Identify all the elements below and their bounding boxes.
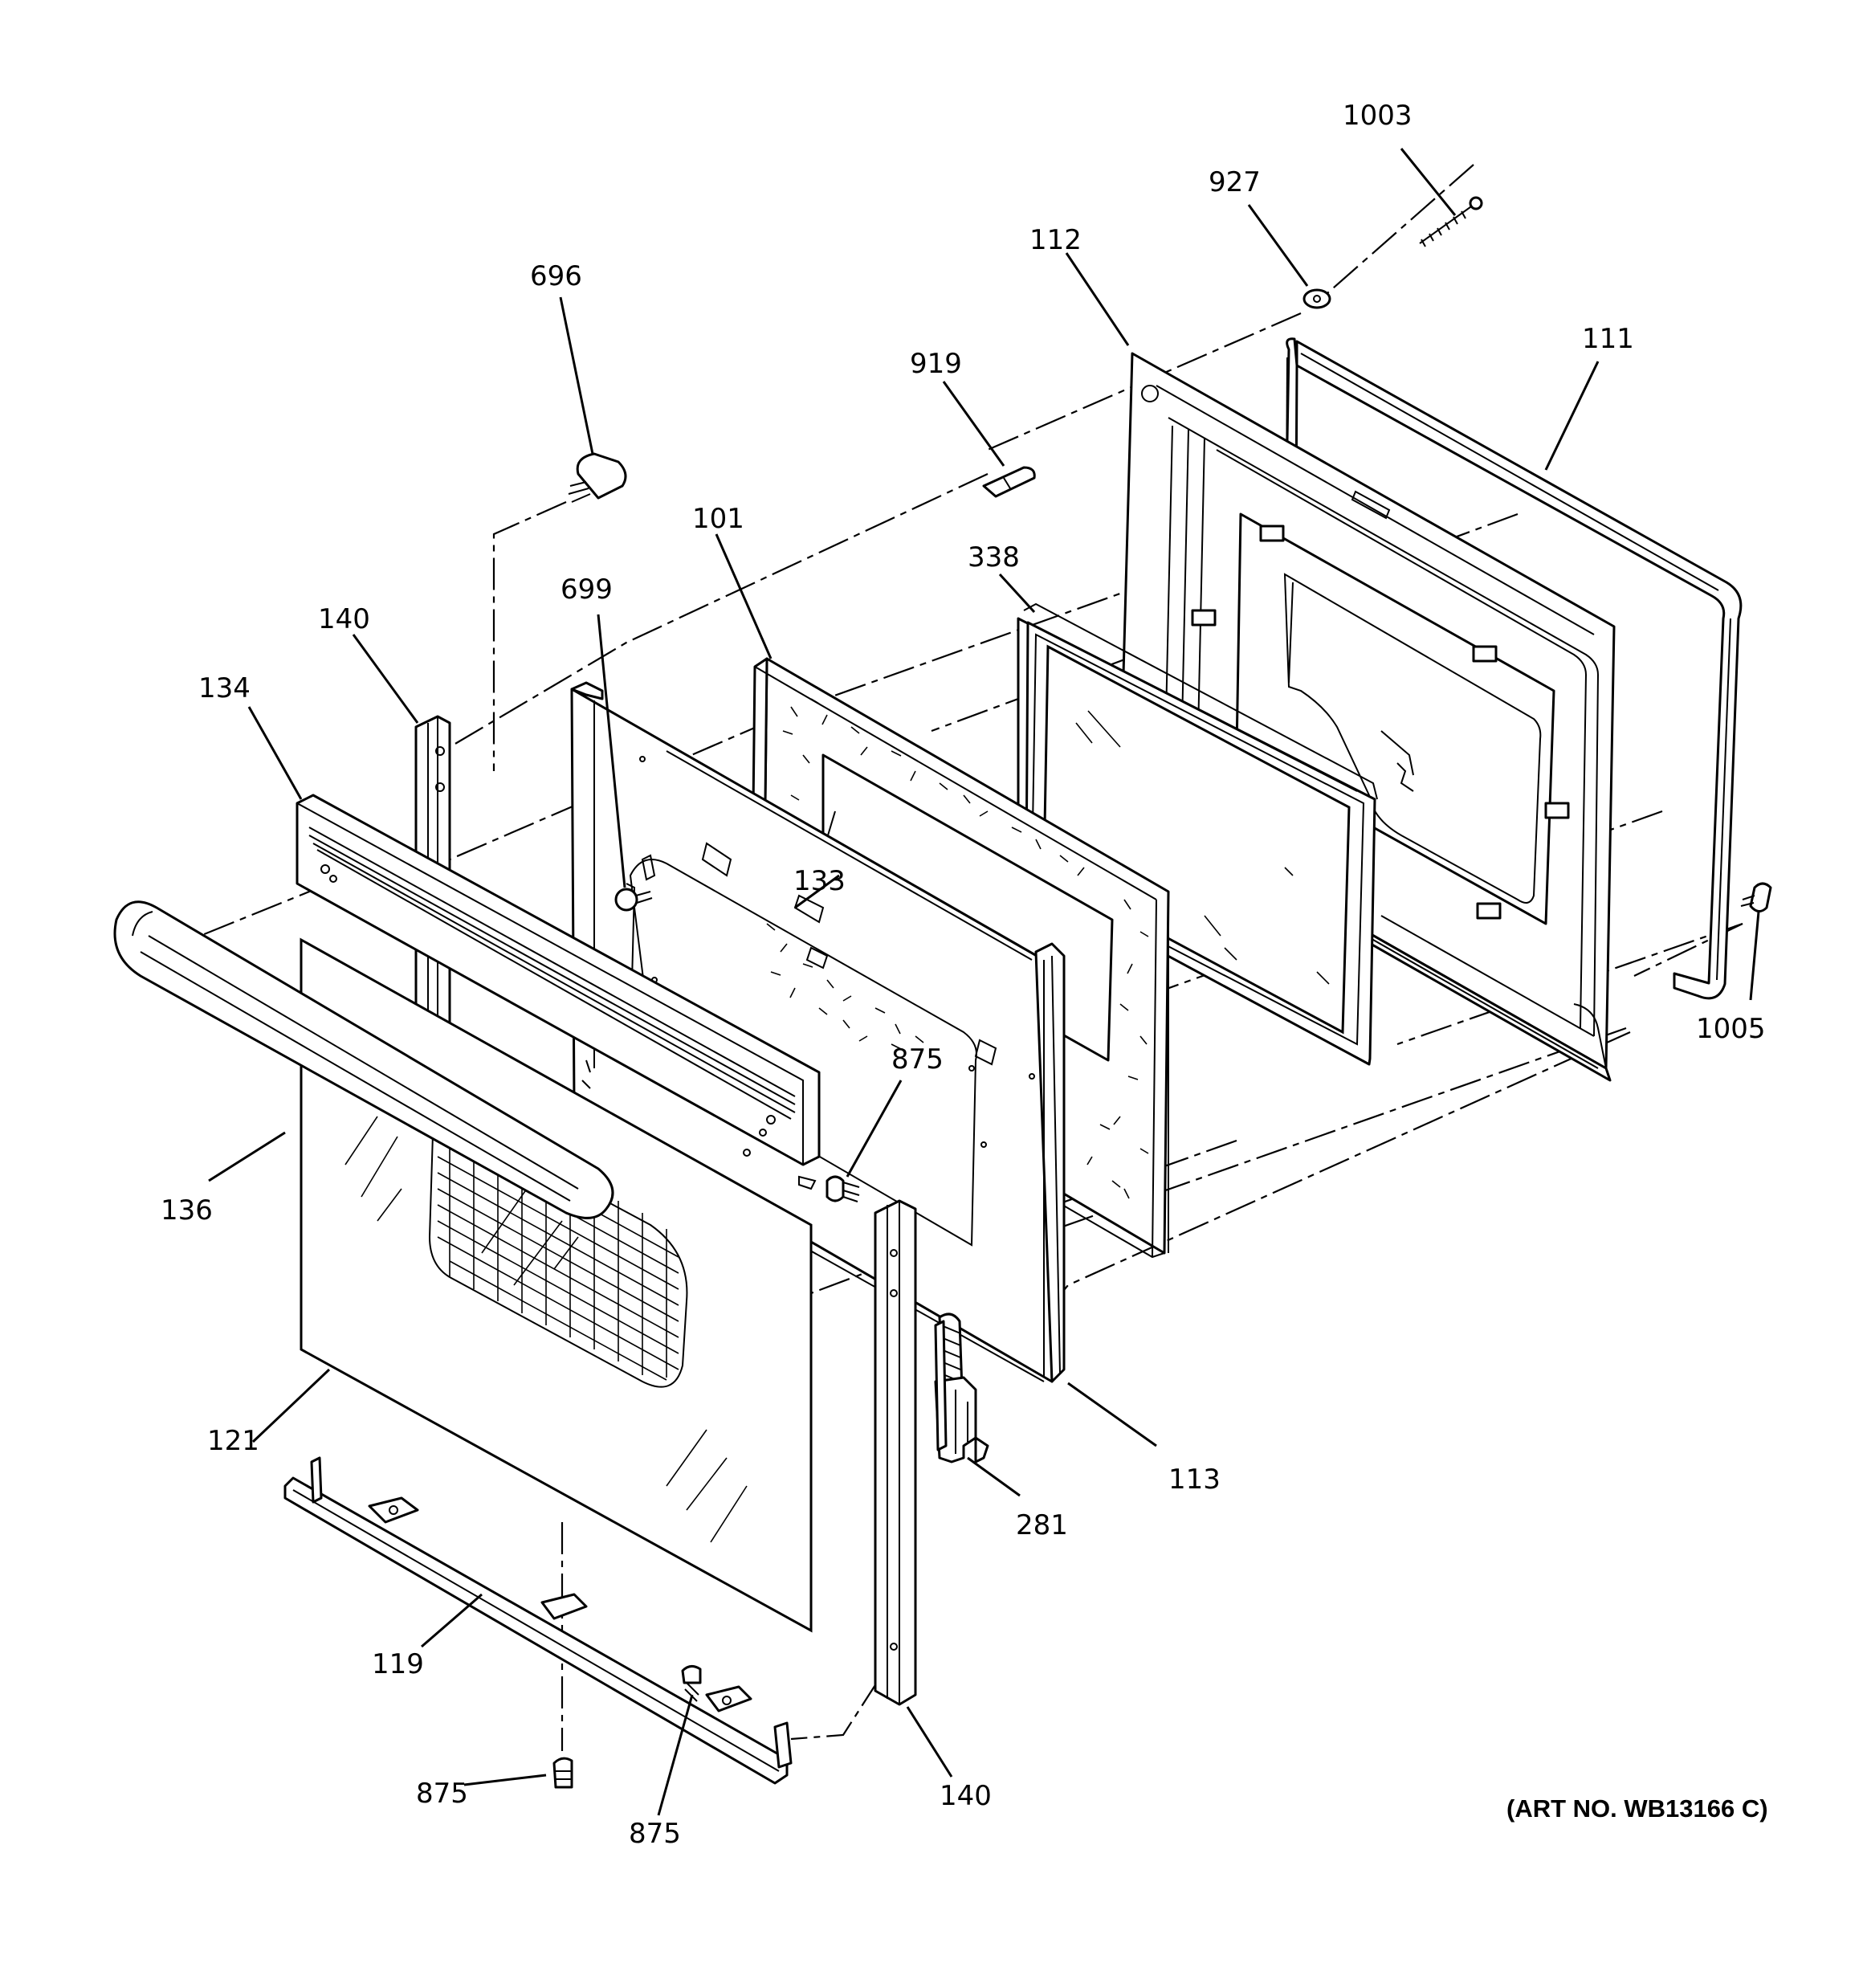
callout-136: 136 (161, 1194, 213, 1227)
screw-1003 (1419, 196, 1483, 247)
callout-140-top: 140 (318, 603, 370, 635)
side-channel-140-bottom (874, 1199, 917, 1706)
callout-140-bottom: 140 (940, 1780, 992, 1812)
callout-699: 699 (561, 574, 613, 606)
callout-134: 134 (198, 672, 251, 704)
leader-lines (208, 148, 1760, 1816)
callout-111: 111 (1582, 323, 1634, 355)
callout-875-left: 875 (416, 1778, 468, 1810)
screw-696 (568, 452, 627, 503)
callout-113: 113 (1168, 1463, 1221, 1496)
callout-1005: 1005 (1696, 1013, 1766, 1045)
screw-699 (614, 888, 653, 912)
pin-919 (982, 466, 1036, 498)
glass-pack-338 (1017, 602, 1378, 1066)
callout-927: 927 (1209, 166, 1261, 198)
callout-696: 696 (530, 260, 582, 292)
callout-112: 112 (1029, 224, 1082, 256)
callout-119: 119 (372, 1648, 424, 1680)
callout-875-bottom: 875 (629, 1818, 681, 1850)
screw-1005 (1740, 882, 1772, 912)
vent-trim-134 (296, 794, 821, 1166)
callout-875-mid: 875 (891, 1043, 944, 1076)
callout-1003: 1003 (1343, 100, 1413, 132)
callout-919: 919 (910, 348, 962, 380)
handle-136 (113, 900, 614, 1219)
screw-875-left (552, 1757, 573, 1789)
callout-labels: 1003 927 112 111 696 919 101 338 699 140… (161, 100, 1766, 1850)
callout-338: 338 (968, 541, 1020, 574)
bottom-trim-119 (283, 1456, 793, 1785)
screw-875-mid (798, 1175, 860, 1202)
art-number: (ART NO. WB13166 C) (1506, 1794, 1768, 1823)
callout-133: 133 (793, 865, 846, 897)
hinge-281 (934, 1312, 989, 1463)
callout-121: 121 (207, 1425, 259, 1457)
callout-101: 101 (692, 503, 744, 535)
washer-927 (1302, 288, 1331, 309)
callout-281: 281 (1016, 1509, 1068, 1541)
screw-875-bottom (681, 1665, 702, 1702)
